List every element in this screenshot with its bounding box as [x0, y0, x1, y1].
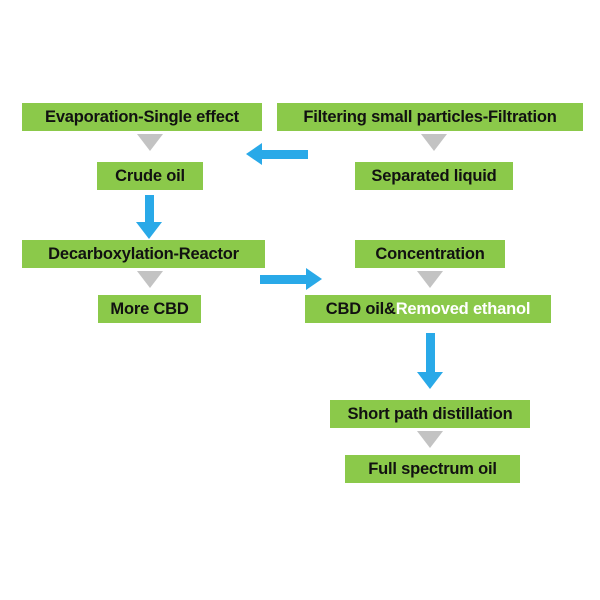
arrow-head [306, 268, 322, 290]
node-label-filtering: Filtering small particles-Filtration [303, 107, 557, 126]
node-label-crude-oil: Crude oil [115, 166, 185, 185]
node-filtering: Filtering small particles-Filtration [277, 103, 583, 131]
node-evaporation: Evaporation-Single effect [22, 103, 262, 131]
arrow-shaft [425, 333, 435, 372]
node-separated-liquid: Separated liquid [355, 162, 513, 190]
node-label-decarboxylation: Decarboxylation-Reactor [48, 244, 239, 263]
node-decarboxylation: Decarboxylation-Reactor [22, 240, 265, 268]
arrow-head [417, 372, 443, 389]
node-cbd-oil-removed-ethanol: CBD oil&Removed ethanol [305, 295, 551, 323]
arrow-head [136, 222, 162, 239]
arrow-down-icon-crude-oil-to-decarboxylation [136, 195, 162, 239]
arrow-left-icon-separated-liquid-to-crude-oil [246, 142, 308, 166]
node-label-cbd-oil: CBD oil& [325, 299, 396, 318]
node-label-removed-ethanol: Removed ethanol [395, 299, 531, 318]
node-label-separated-liquid: Separated liquid [371, 166, 497, 185]
node-full-spectrum-oil: Full spectrum oil [345, 455, 520, 483]
node-label-evaporation: Evaporation-Single effect [45, 107, 239, 126]
arrow-right-icon-more-cbd-to-cbd-oil [260, 267, 322, 291]
triangle-down-icon-short-path-to-full-spectrum [417, 431, 443, 448]
triangle-down-icon-evaporation-to-crude-oil [137, 134, 163, 151]
node-more-cbd: More CBD [98, 295, 201, 323]
arrow-down-icon-cbd-oil-to-short-path [417, 333, 443, 389]
node-label-concentration: Concentration [375, 244, 485, 263]
node-label-short-path-distillation: Short path distillation [347, 404, 513, 423]
node-short-path-distillation: Short path distillation [330, 400, 530, 428]
arrow-head [246, 143, 262, 165]
node-concentration: Concentration [355, 240, 505, 268]
node-label-full-spectrum-oil: Full spectrum oil [368, 459, 497, 478]
arrow-shaft [262, 149, 308, 159]
triangle-down-icon-concentration-to-cbd-oil [417, 271, 443, 288]
arrow-shaft [260, 274, 306, 284]
node-label-more-cbd: More CBD [110, 299, 189, 318]
triangle-down-icon-filtering-to-separated-liquid [421, 134, 447, 151]
arrow-shaft [144, 195, 154, 222]
node-crude-oil: Crude oil [97, 162, 203, 190]
triangle-down-icon-decarboxylation-to-more-cbd [137, 271, 163, 288]
